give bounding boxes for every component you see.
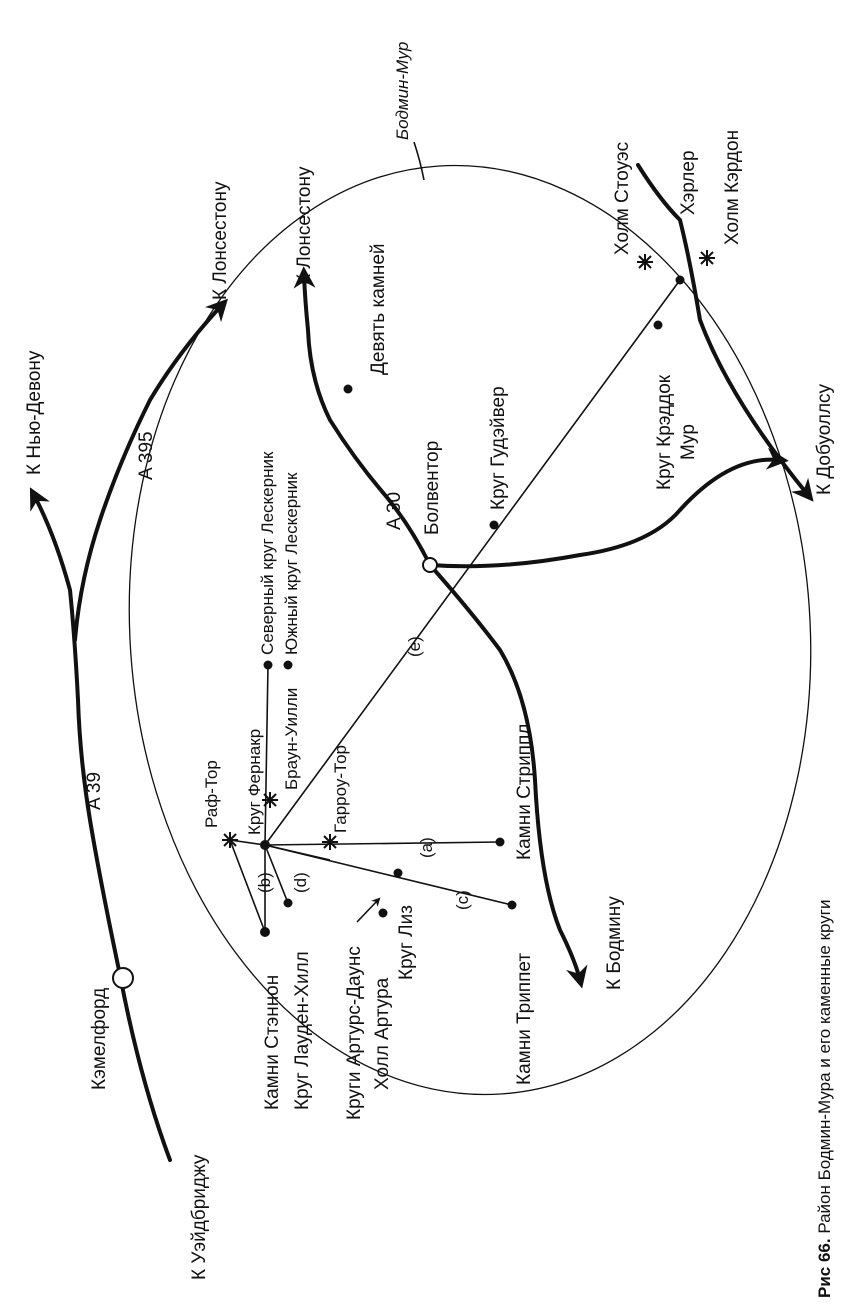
label-garrow-tor: Гарроу-Тор: [331, 745, 350, 833]
label-north-leskernick: Северный круг Лескерник: [258, 451, 277, 655]
label-leaze: Круг Лиз: [396, 905, 417, 980]
stannon-dot: [260, 927, 270, 937]
label-a30: A 30: [384, 492, 405, 530]
label-brown-willy: Браун-Уилли: [282, 688, 301, 790]
label-caradon-hill: Холм Кэрдон: [722, 130, 743, 245]
caption-number: Рис 66.: [815, 1238, 834, 1298]
label-line-a: (a): [417, 837, 436, 858]
nine-stones-dot: [343, 384, 353, 394]
garrow-tor-star-icon: [322, 834, 338, 850]
line-e-long: [264, 279, 681, 846]
stripple-dot: [495, 837, 505, 847]
label-louden-hill: Круг Лауден-Хилл: [292, 951, 313, 1110]
label-stripple: Камни Стриппл: [514, 724, 535, 860]
line-a: [264, 841, 501, 846]
label-a395: A 395: [136, 431, 157, 480]
line-b-kink: [264, 844, 289, 904]
brown-willy-star-icon: [262, 792, 278, 808]
road-to-dobwalls: [428, 447, 789, 569]
stowes-hill-star-icon: [637, 254, 653, 270]
label-to-wadebridge: К Уэйдбриджу: [189, 1154, 210, 1280]
louden-hill-dot: [283, 898, 293, 908]
label-bodmin-moor: Бодмин-Мур: [393, 42, 412, 140]
fernacre-dot: [260, 840, 270, 850]
caption-text: Район Бодмин-Мура и его каменные круги: [815, 900, 834, 1239]
label-line-e: (e): [405, 636, 424, 657]
label-bolventor: Болвентор: [422, 441, 443, 535]
label-trippet: Камни Триппет: [514, 953, 535, 1085]
north-leskernick-dot: [263, 660, 273, 670]
moor-boundary: [128, 164, 812, 1096]
craddock-dot: [653, 320, 663, 330]
road-a30-south: [428, 563, 588, 989]
label-nine-stones: Девять камней: [368, 243, 389, 375]
label-line-b: (b): [255, 872, 274, 893]
line-to-north-leskernick: [264, 664, 269, 846]
bolventor-marker: [422, 557, 438, 573]
label-craddock-2: Мур: [678, 424, 699, 460]
road-a395: [73, 298, 229, 642]
label-camelford: Кэмелфорд: [89, 988, 110, 1090]
figure-caption: Рис 66. Район Бодмин-Мура и его каменные…: [815, 900, 834, 1298]
camelford-marker: [112, 967, 134, 989]
caradon-hill-star-icon: [699, 250, 715, 266]
label-south-leskernick: Южный круг Лескерник: [282, 472, 301, 655]
arthurs-downs-pointer: [356, 897, 381, 923]
label-craddock-1: Круг Крэддок: [654, 374, 675, 490]
label-to-new-devon: К Нью-Девону: [24, 350, 45, 475]
line-d: [264, 844, 331, 861]
road-caradon: [636, 163, 814, 502]
label-rough-tor: Раф-Тор: [202, 760, 221, 828]
road-a39: [29, 487, 172, 1162]
label-line-c: (c): [453, 890, 472, 910]
hurlers-dot: [675, 275, 685, 285]
label-kings-arthurs-downs: Круги Артурс-Даунс: [344, 946, 365, 1120]
goodaver-dot: [489, 520, 499, 530]
trippet-dot: [507, 900, 517, 910]
leaze-dot: [393, 868, 403, 878]
rough-tor-star-icon: [222, 832, 238, 848]
label-stannon: Камни Стэннон: [262, 975, 283, 1110]
south-leskernick-dot: [283, 660, 293, 670]
label-to-launceston-mid: К Лонсестону: [210, 181, 231, 300]
line-rough-to-stannon: [229, 839, 266, 933]
label-a39: A 39: [84, 772, 105, 810]
label-to-dobwalls: К Добуоллсу: [814, 383, 835, 495]
label-fernacre: Круг Фернакр: [245, 729, 264, 835]
label-to-launceston-top: К Лонсестону: [294, 166, 315, 285]
label-goodaver: Круг Гудэйвер: [488, 386, 509, 510]
road-a30-north: [293, 266, 432, 567]
label-line-d: (d): [291, 872, 310, 893]
label-stowes-hill: Холм Стоуэс: [612, 142, 633, 255]
moor-pointer: [413, 141, 425, 181]
label-arthurs-hall: Холл Артура: [372, 977, 393, 1090]
arthurs-hall-dot: [378, 908, 388, 918]
label-to-bodmin: К Бодмину: [604, 896, 625, 990]
label-hurlers: Хэрлер: [678, 150, 699, 215]
